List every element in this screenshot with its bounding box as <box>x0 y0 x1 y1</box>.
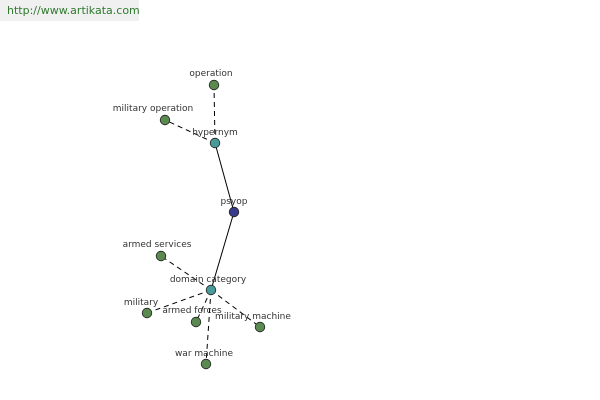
node-marker-military-operation[interactable] <box>159 114 171 126</box>
node-marker-war-machine[interactable] <box>200 358 212 370</box>
node-marker-operation[interactable] <box>208 79 220 91</box>
node-marker-hypernym[interactable] <box>209 137 221 149</box>
node-marker-armed-forces[interactable] <box>190 316 202 328</box>
node-hypernym[interactable]: hypernym <box>192 128 238 149</box>
edge-domain-category-to-armed-services <box>160 255 212 291</box>
node-label-military-operation: military operation <box>113 104 193 114</box>
node-armed-forces[interactable]: armed forces <box>162 306 222 328</box>
node-operation[interactable]: operation <box>189 69 233 91</box>
url-watermark[interactable]: http://www.artikata.com <box>7 4 140 17</box>
node-psyop[interactable]: psyop <box>221 197 248 218</box>
node-marker-domain-category[interactable] <box>205 284 217 296</box>
edge-domain-category-to-military-machine <box>210 289 261 328</box>
node-domain-category[interactable]: domain category <box>170 275 247 296</box>
node-label-armed-forces: armed forces <box>162 306 222 316</box>
node-label-military: military <box>124 298 159 308</box>
edge-hypernym-to-military-operation <box>164 119 216 144</box>
node-military-machine[interactable]: military machine <box>215 312 291 333</box>
node-military-operation[interactable]: military operation <box>113 104 193 126</box>
node-label-operation: operation <box>189 69 232 79</box>
node-armed-services[interactable]: armed services <box>123 240 192 262</box>
node-military[interactable]: military <box>124 298 159 319</box>
node-label-military-machine: military machine <box>215 312 291 322</box>
node-layer: operation military operation hypernym psyop… <box>113 69 291 370</box>
node-marker-psyop[interactable] <box>228 206 240 218</box>
node-label-armed-services: armed services <box>123 240 192 250</box>
node-marker-military-machine[interactable] <box>254 321 266 333</box>
edge-psyop-to-hypernym <box>214 142 235 213</box>
edge-domain-category-to-war-machine <box>205 289 212 365</box>
node-marker-armed-services[interactable] <box>155 250 167 262</box>
node-marker-military[interactable] <box>141 307 153 319</box>
url-watermark-bar: http://www.artikata.com <box>0 0 140 21</box>
node-label-hypernym: hypernym <box>192 128 238 138</box>
edge-layer <box>146 84 261 365</box>
edge-domain-category-to-armed-forces <box>195 289 212 323</box>
edge-domain-category-to-military <box>146 289 212 314</box>
node-label-domain-category: domain category <box>170 275 247 285</box>
node-label-war-machine: war machine <box>175 349 234 359</box>
node-war-machine[interactable]: war machine <box>175 349 234 370</box>
edge-hypernym-to-operation <box>213 84 216 144</box>
edge-psyop-to-domain-category <box>210 211 235 291</box>
node-label-psyop: psyop <box>221 197 248 207</box>
